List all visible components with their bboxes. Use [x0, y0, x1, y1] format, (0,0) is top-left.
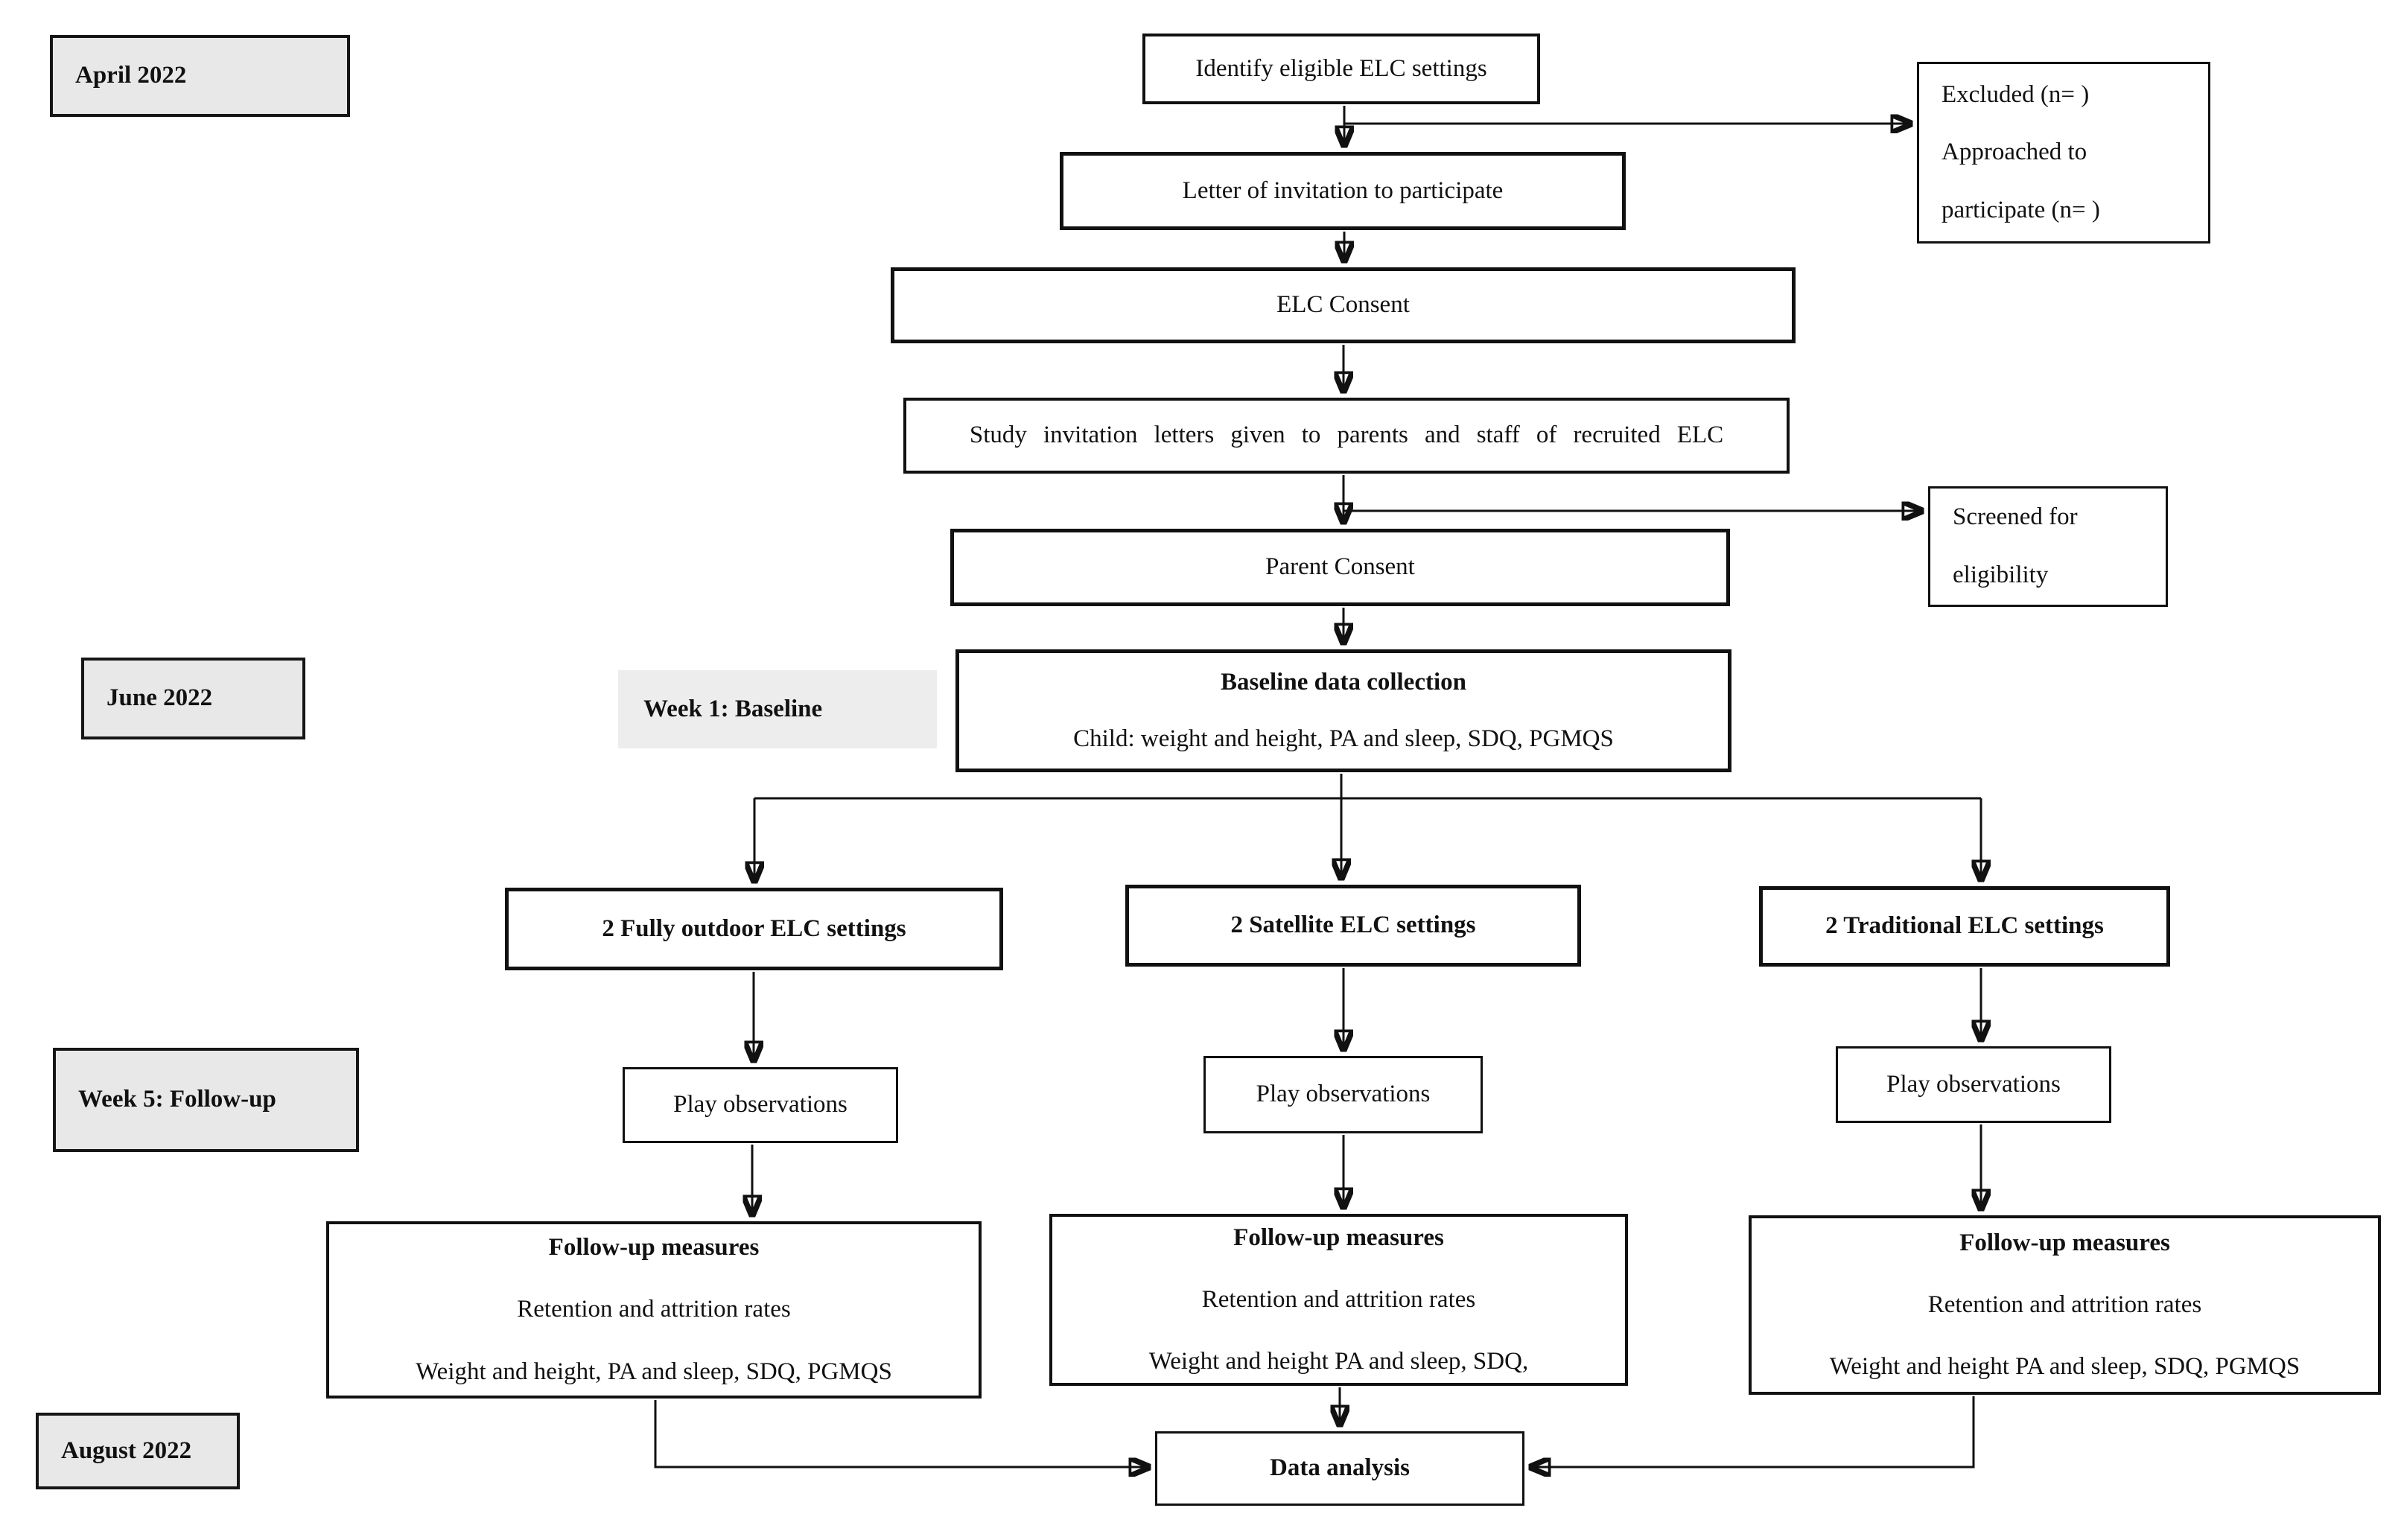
timeline-label: August 2022 [61, 1436, 192, 1464]
timeline-april-2022: April 2022 [50, 35, 350, 117]
phase-label: Week 1: Baseline [643, 695, 823, 722]
followup-retention: Retention and attrition rates [1201, 1285, 1476, 1313]
play-label: Play observations [1886, 1070, 2061, 1098]
branch-label: 2 Fully outdoor ELC settings [602, 914, 906, 942]
box-study-invitation-letters: Study invitation letters given to parent… [903, 398, 1790, 474]
followup-measures: Weight and height, PA and sleep, SDQ, PG… [416, 1358, 892, 1385]
play-label: Play observations [1256, 1081, 1431, 1108]
timeline-label: June 2022 [106, 684, 213, 712]
phase-week1-baseline: Week 1: Baseline [618, 670, 937, 748]
box-screened-for-eligibility: Screened for eligibility [1928, 486, 2168, 607]
box-branch-traditional: 2 Traditional ELC settings [1759, 886, 2170, 967]
box-label: Study invitation letters given to parent… [969, 421, 1724, 449]
box-play-observations-outdoor: Play observations [623, 1067, 898, 1143]
box-followup-measures-satellite: Follow-up measures Retention and attriti… [1049, 1214, 1628, 1386]
box-label: Letter of invitation to participate [1182, 176, 1504, 204]
excluded-line: participate (n= ) [1942, 196, 2100, 223]
box-followup-measures-outdoor: Follow-up measures Retention and attriti… [326, 1221, 982, 1399]
followup-measures: Weight and height PA and sleep, SDQ, PGM… [1829, 1353, 2300, 1381]
followup-title: Follow-up measures [548, 1234, 760, 1261]
box-label: Parent Consent [1265, 553, 1415, 581]
branch-label: 2 Satellite ELC settings [1230, 911, 1476, 939]
box-baseline-data-collection: Baseline data collection Child: weight a… [955, 649, 1731, 772]
screened-line: Screened for [1953, 503, 2078, 531]
timeline-week5-followup: Week 5: Follow-up [53, 1048, 359, 1152]
followup-title: Follow-up measures [1233, 1224, 1444, 1251]
box-elc-consent: ELC Consent [891, 267, 1796, 343]
box-excluded-approached: Excluded (n= ) Approached to participate… [1917, 62, 2210, 244]
box-followup-measures-traditional: Follow-up measures Retention and attriti… [1749, 1215, 2381, 1395]
data-analysis-label: Data analysis [1270, 1454, 1410, 1482]
box-branch-fully-outdoor: 2 Fully outdoor ELC settings [505, 888, 1003, 970]
timeline-august-2022: August 2022 [36, 1413, 240, 1489]
box-data-analysis: Data analysis [1155, 1431, 1524, 1506]
timeline-label: Week 5: Follow-up [78, 1086, 276, 1113]
box-identify-eligible-elc: Identify eligible ELC settings [1142, 34, 1540, 104]
screened-line: eligibility [1953, 561, 2049, 588]
box-play-observations-traditional: Play observations [1836, 1046, 2111, 1123]
timeline-june-2022: June 2022 [81, 658, 305, 739]
elbow-right-to-analysis [1530, 1396, 1975, 1467]
branch-label: 2 Traditional ELC settings [1825, 912, 2104, 940]
box-label: Identify eligible ELC settings [1195, 54, 1487, 82]
excluded-line: Approached to [1942, 139, 2087, 166]
elbow-left-to-analysis [654, 1400, 1149, 1467]
play-label: Play observations [673, 1091, 847, 1119]
followup-retention: Retention and attrition rates [1927, 1291, 2202, 1318]
box-parent-consent: Parent Consent [950, 529, 1730, 606]
followup-title: Follow-up measures [1959, 1229, 2170, 1256]
timeline-label: April 2022 [75, 62, 187, 89]
followup-measures: Weight and height PA and sleep, SDQ, [1148, 1348, 1529, 1375]
baseline-title: Baseline data collection [1221, 669, 1466, 696]
excluded-line: Excluded (n= ) [1942, 80, 2090, 108]
box-branch-satellite: 2 Satellite ELC settings [1125, 885, 1581, 967]
box-label: ELC Consent [1276, 291, 1410, 319]
baseline-detail: Child: weight and height, PA and sleep, … [1073, 725, 1614, 752]
followup-retention: Retention and attrition rates [517, 1296, 791, 1323]
box-play-observations-satellite: Play observations [1203, 1056, 1483, 1133]
box-letter-of-invitation: Letter of invitation to participate [1060, 152, 1626, 230]
